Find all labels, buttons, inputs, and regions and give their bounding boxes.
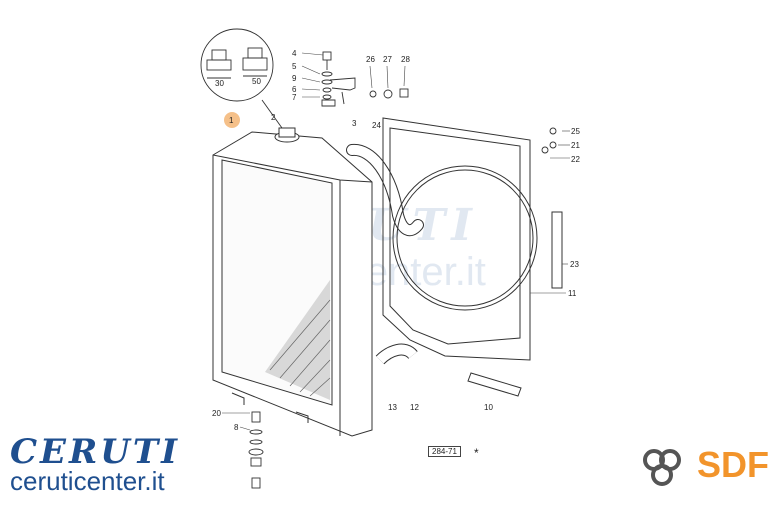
callout-26: 26 — [366, 55, 375, 64]
callout-3: 3 — [352, 119, 357, 128]
sdf-logo-text: SDF — [697, 444, 769, 485]
callout-labels: 1 2 3 4 5 6 7 8 9 10 11 12 13 20 21 22 2… — [212, 49, 580, 432]
callout-4: 4 — [292, 49, 297, 58]
ceruti-site: ceruticenter.it — [10, 466, 165, 496]
callout-20: 20 — [212, 409, 221, 418]
callout-27: 27 — [383, 55, 392, 64]
callout-6: 6 — [292, 85, 297, 94]
dim-right: 50 — [252, 77, 261, 86]
callout-5: 5 — [292, 62, 297, 71]
reference-code: 284-71 — [428, 446, 461, 457]
fan-shroud — [382, 117, 538, 361]
seal-strip-10 — [467, 372, 522, 397]
callout-25: 25 — [571, 127, 580, 136]
callout-9: 9 — [292, 74, 297, 83]
callout-7: 7 — [292, 93, 297, 102]
callout-23: 23 — [570, 260, 579, 269]
bracket-parts — [248, 51, 557, 489]
detail-circle — [200, 28, 283, 129]
radiator — [212, 127, 373, 437]
reference-asterisk: * — [474, 446, 479, 460]
leader-lines — [222, 52, 570, 431]
sdf-logo-icon — [643, 449, 681, 486]
callout-2: 2 — [271, 113, 276, 122]
seal-strip-23 — [551, 211, 563, 289]
callout-13: 13 — [388, 403, 397, 412]
ceruti-logo: CERUTI — [10, 432, 181, 472]
callout-28: 28 — [401, 55, 410, 64]
highlight-item-1 — [224, 112, 240, 128]
callout-21: 21 — [571, 141, 580, 150]
callout-10: 10 — [484, 403, 493, 412]
callout-1: 1 — [229, 116, 234, 125]
callout-8: 8 — [234, 423, 239, 432]
dim-left: 30 — [215, 79, 224, 88]
callout-24: 24 — [372, 121, 381, 130]
callout-12: 12 — [410, 403, 419, 412]
callout-11: 11 — [568, 289, 577, 298]
callout-22: 22 — [571, 155, 580, 164]
